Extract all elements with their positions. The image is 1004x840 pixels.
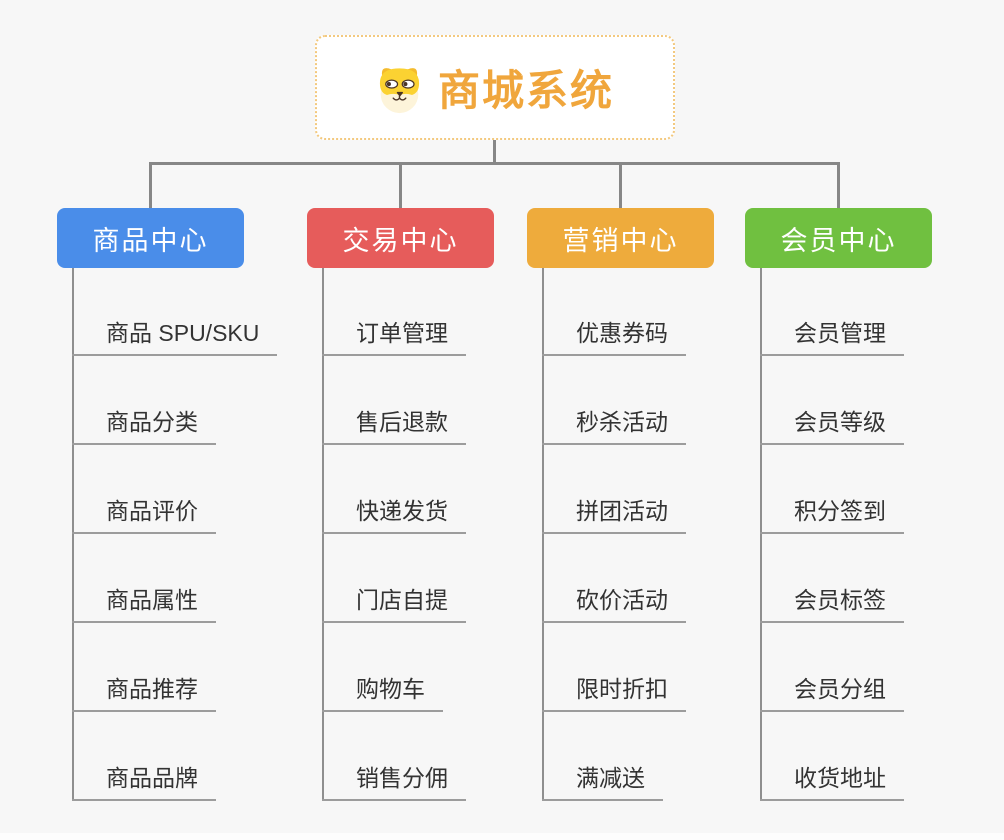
root-node[interactable]: 商城系统	[315, 35, 675, 140]
branch-header-marketing-center[interactable]: 营销中心	[527, 208, 714, 268]
branch-header-trade-center[interactable]: 交易中心	[307, 208, 494, 268]
branch-header-product-center[interactable]: 商品中心	[57, 208, 244, 268]
node-item[interactable]: 优惠券码	[542, 318, 686, 356]
branch-trade-center: 交易中心 订单管理 售后退款 快递发货 门店自提 购物车 销售分佣	[307, 208, 547, 828]
branch-spine	[322, 268, 324, 800]
node-item[interactable]: 积分签到	[760, 496, 904, 534]
node-item[interactable]: 商品推荐	[72, 674, 216, 712]
doge-mouth	[392, 94, 407, 101]
node-item[interactable]: 会员标签	[760, 585, 904, 623]
node-item[interactable]: 满减送	[542, 763, 663, 801]
connector-horizontal	[149, 162, 840, 165]
branch-header-member-center[interactable]: 会员中心	[745, 208, 932, 268]
doge-nose	[396, 91, 403, 96]
node-item[interactable]: 会员管理	[760, 318, 904, 356]
root-title: 商城系统	[437, 67, 614, 114]
branch-label: 会员中心	[780, 225, 897, 256]
connector-drop-2	[399, 162, 402, 208]
branch-spine	[542, 268, 544, 800]
node-item[interactable]: 商品评价	[72, 496, 216, 534]
connector-drop-3	[619, 162, 622, 208]
doge-pupil-left	[386, 81, 391, 86]
node-item[interactable]: 拼团活动	[542, 496, 686, 534]
node-item[interactable]: 购物车	[322, 674, 443, 712]
node-item[interactable]: 销售分佣	[322, 763, 466, 801]
node-item[interactable]: 砍价活动	[542, 585, 686, 623]
branch-label: 营销中心	[562, 225, 679, 256]
node-item[interactable]: 售后退款	[322, 407, 466, 445]
branch-member-center: 会员中心 会员管理 会员等级 积分签到 会员标签 会员分组 收货地址	[745, 208, 985, 828]
doge-pupil-right	[403, 81, 408, 86]
node-item[interactable]: 订单管理	[322, 318, 466, 356]
canvas-bottom-edge	[0, 833, 1004, 840]
node-item[interactable]: 会员分组	[760, 674, 904, 712]
node-item[interactable]: 商品属性	[72, 585, 216, 623]
branch-marketing-center: 营销中心 优惠券码 秒杀活动 拼团活动 砍价活动 限时折扣 满减送	[527, 208, 767, 828]
node-item[interactable]: 秒杀活动	[542, 407, 686, 445]
node-item[interactable]: 会员等级	[760, 407, 904, 445]
node-item[interactable]: 商品分类	[72, 407, 216, 445]
branch-label: 商品中心	[92, 225, 209, 256]
doge-mascot-icon	[379, 67, 420, 113]
node-item[interactable]: 限时折扣	[542, 674, 686, 712]
branch-spine	[760, 268, 762, 800]
node-item[interactable]: 门店自提	[322, 585, 466, 623]
node-item[interactable]: 商品品牌	[72, 763, 216, 801]
node-item[interactable]: 商品 SPU/SKU	[72, 318, 278, 356]
connector-drop-1	[149, 162, 152, 208]
branch-product-center: 商品中心 商品 SPU/SKU 商品分类 商品评价 商品属性 商品推荐 商品品牌	[57, 208, 297, 828]
connector-drop-4	[837, 162, 840, 208]
node-item[interactable]: 快递发货	[322, 496, 466, 534]
node-item[interactable]: 收货地址	[760, 763, 904, 801]
branch-label: 交易中心	[342, 225, 459, 256]
connector-root-stub	[493, 140, 496, 165]
branch-spine	[72, 268, 74, 800]
